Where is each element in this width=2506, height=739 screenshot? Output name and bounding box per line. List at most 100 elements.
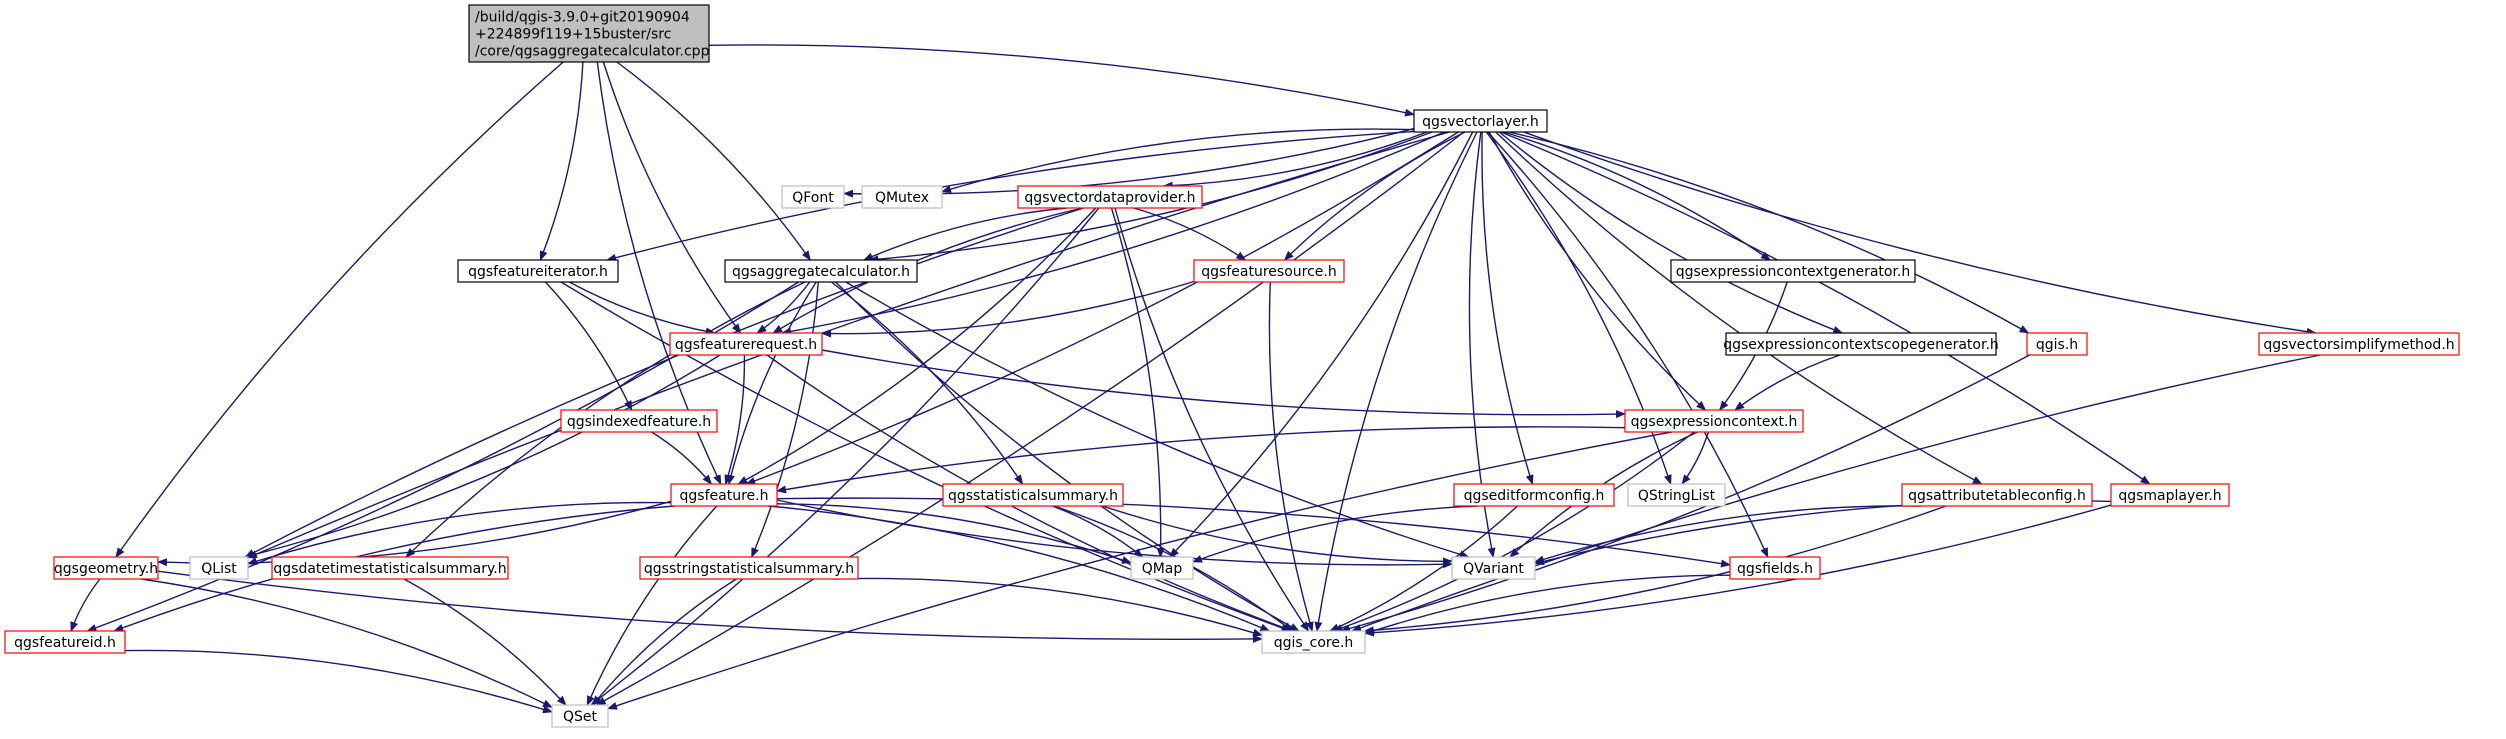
node-label: qgsfeatureid.h bbox=[14, 635, 116, 651]
edge-featureid-to-qset bbox=[124, 649, 553, 714]
edge-vectorlayer-to-featuresource bbox=[1283, 131, 1466, 261]
node-exprctxgen[interactable]: qgsexpressioncontextgenerator.h bbox=[1670, 259, 1916, 283]
node-box bbox=[551, 704, 609, 728]
edge-vectordataprovider-to-qgiscore bbox=[1114, 207, 1310, 632]
node-attrtableconfig[interactable]: qgsattributetableconfig.h bbox=[1901, 483, 2093, 507]
node-featuresource[interactable]: qgsfeaturesource.h bbox=[1193, 259, 1345, 283]
node-label: qgsfeature.h bbox=[680, 488, 769, 504]
node-statsummary[interactable]: qgsstatisticalsummary.h bbox=[942, 483, 1124, 507]
node-label: qgsexpressioncontext.h bbox=[1631, 414, 1798, 430]
edge-vectordataprovider-to-featurerequest bbox=[772, 207, 1083, 334]
node-vectorlayer[interactable]: qgsvectorlayer.h bbox=[1413, 109, 1548, 133]
node-qlist[interactable]: QList bbox=[189, 556, 249, 580]
node-aggregatecalculator[interactable]: qgsaggregatecalculator.h bbox=[724, 259, 918, 283]
node-geometry[interactable]: qgsgeometry.h bbox=[53, 556, 159, 580]
node-qmutex[interactable]: QMutex bbox=[861, 185, 943, 209]
edge-vectorlayer-to-editformconfig bbox=[1481, 131, 1534, 485]
node-simplify[interactable]: qgsvectorsimplifymethod.h bbox=[2258, 332, 2460, 356]
node-box bbox=[1901, 483, 2093, 507]
edge-vectorlayer-to-qstringlist bbox=[1485, 131, 1672, 485]
edge-vectorlayer-to-exprscopegen bbox=[1498, 131, 1844, 334]
edge-vectorlayer-to-vectordataprovider bbox=[1162, 131, 1428, 190]
node-label: qgsvectordataprovider.h bbox=[1024, 190, 1195, 206]
edge-root-to-featureiterator bbox=[539, 61, 584, 261]
edge-featureiterator-to-qgiscore bbox=[560, 281, 1292, 632]
node-fields[interactable]: qgsfields.h bbox=[1729, 556, 1821, 580]
node-exprscopegen[interactable]: qgsexpressioncontextscopegenerator.h bbox=[1723, 332, 1999, 356]
node-root[interactable]: /build/qgis-3.9.0+git20190904+224899f119… bbox=[468, 4, 710, 63]
edge-featurerequest-to-qgiscore bbox=[766, 354, 1294, 632]
node-box bbox=[724, 259, 918, 283]
edge-statsummary-to-qmap bbox=[1052, 505, 1144, 558]
node-exprcontext[interactable]: qgsexpressioncontext.h bbox=[1624, 409, 1804, 433]
node-label: +224899f119+15buster/src bbox=[475, 27, 671, 43]
node-label: QMutex bbox=[875, 190, 929, 206]
edge-root-to-geometry bbox=[115, 61, 564, 558]
node-editformconfig[interactable]: qgseditformconfig.h bbox=[1453, 483, 1615, 507]
edge-root-to-featurerequest bbox=[602, 61, 741, 334]
node-box bbox=[468, 4, 710, 63]
node-box bbox=[189, 556, 249, 580]
node-featurerequest[interactable]: qgsfeaturerequest.h bbox=[669, 332, 823, 356]
node-indexedfeature[interactable]: qgsindexedfeature.h bbox=[560, 409, 718, 433]
node-qgis[interactable]: qgis.h bbox=[2026, 332, 2088, 356]
node-qmap[interactable]: QMap bbox=[1130, 556, 1194, 580]
edge-aggregatecalculator-to-feature bbox=[727, 281, 817, 485]
edge-feature-to-qmap bbox=[776, 503, 1132, 564]
edge-vectorlayer-to-featurerequest bbox=[781, 131, 1445, 336]
node-maplayer[interactable]: qgsmaplayer.h bbox=[2110, 483, 2230, 507]
node-box bbox=[861, 185, 943, 209]
node-box bbox=[4, 630, 126, 654]
edge-aggregatecalculator-to-datetimestats bbox=[405, 281, 806, 558]
node-label: /build/qgis-3.9.0+git20190904 bbox=[475, 10, 690, 26]
node-qvariant[interactable]: QVariant bbox=[1451, 556, 1536, 580]
edge-feature-to-geometry bbox=[157, 500, 672, 567]
node-label: qgsaggregatecalculator.h bbox=[732, 264, 910, 280]
edge-feature-to-featureid bbox=[113, 505, 675, 632]
node-stringstats[interactable]: qgsstringstatisticalsummary.h bbox=[639, 556, 859, 580]
edge-vectorlayer-to-featureiterator bbox=[606, 130, 1415, 262]
edge-root-to-vectorlayer bbox=[708, 44, 1415, 117]
edge-attrtableconfig-to-qvariant bbox=[1534, 505, 1922, 564]
node-box bbox=[1413, 109, 1548, 133]
edge-qgis-to-qgiscore bbox=[1339, 354, 2030, 633]
node-box bbox=[1624, 409, 1804, 433]
edge-aggregatecalculator-to-statsummary bbox=[830, 281, 1024, 485]
node-feature[interactable]: qgsfeature.h bbox=[670, 483, 778, 507]
edge-aggregatecalculator-to-qvariant bbox=[845, 281, 1470, 559]
node-qset[interactable]: QSet bbox=[551, 704, 609, 728]
edge-stringstats-to-qgiscore bbox=[832, 577, 1263, 637]
edge-vectorlayer-to-qgiscore bbox=[1314, 131, 1478, 632]
node-label: QStringList bbox=[1638, 488, 1716, 504]
node-box bbox=[1261, 630, 1366, 654]
node-box bbox=[2110, 483, 2230, 507]
node-datetimestats[interactable]: qgsdatetimestatisticalsummary.h bbox=[271, 556, 509, 580]
node-box bbox=[670, 483, 778, 507]
node-label: QSet bbox=[563, 709, 598, 725]
node-label: qgis_core.h bbox=[1274, 635, 1354, 651]
node-qstringlist[interactable]: QStringList bbox=[1627, 483, 1726, 507]
edge-featurerequest-to-exprcontext bbox=[821, 349, 1626, 419]
edge-vectordataprovider-to-qlist bbox=[244, 207, 1084, 558]
edge-maplayer-to-qvariant bbox=[1534, 499, 2112, 566]
node-box bbox=[1193, 259, 1345, 283]
node-box bbox=[1453, 483, 1615, 507]
node-vectordataprovider[interactable]: qgsvectordataprovider.h bbox=[1017, 185, 1203, 209]
node-featureiterator[interactable]: qgsfeatureiterator.h bbox=[457, 259, 619, 283]
edge-vectordataprovider-to-featuresource bbox=[1133, 207, 1247, 261]
edge-featurerequest-to-qlist bbox=[243, 354, 721, 559]
edge-vectordataprovider-to-aggregatecalculator bbox=[863, 207, 1068, 261]
edge-maplayer-to-qgiscore bbox=[1364, 504, 2112, 637]
node-label: /core/qgsaggregatecalculator.cpp bbox=[475, 44, 710, 60]
node-label: QVariant bbox=[1463, 561, 1524, 577]
node-label: qgsattributetableconfig.h bbox=[1908, 488, 2086, 504]
node-featureid[interactable]: qgsfeatureid.h bbox=[4, 630, 126, 654]
node-qgiscore[interactable]: qgis_core.h bbox=[1261, 630, 1366, 654]
node-label: qgsstatisticalsummary.h bbox=[948, 488, 1118, 504]
node-qfont[interactable]: QFont bbox=[781, 185, 845, 209]
node-box bbox=[1130, 556, 1194, 580]
node-label: qgsmaplayer.h bbox=[2118, 488, 2221, 504]
node-label: QList bbox=[201, 561, 237, 577]
edge-featureiterator-to-indexedfeature bbox=[544, 281, 633, 411]
